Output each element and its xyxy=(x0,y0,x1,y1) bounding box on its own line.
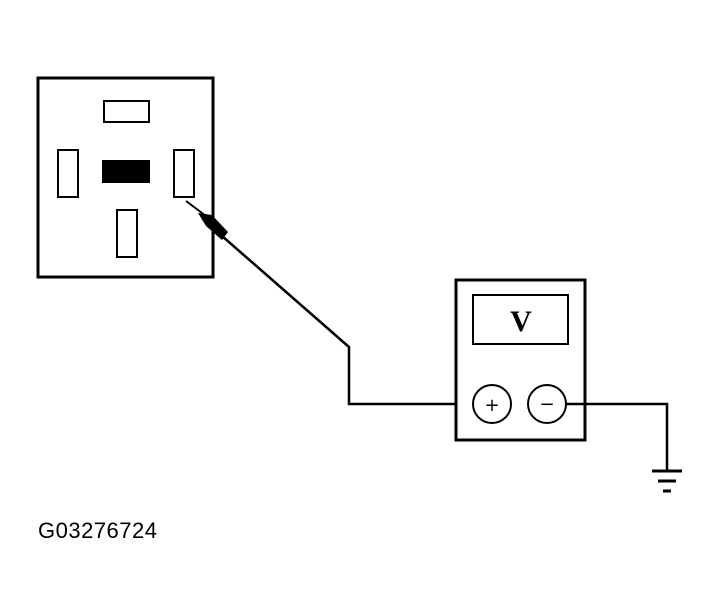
negative-lead-wire xyxy=(566,402,669,470)
positive-lead-wire xyxy=(221,235,471,406)
voltmeter: V + − xyxy=(454,278,587,442)
probe-body xyxy=(198,213,228,240)
voltmeter-display xyxy=(472,294,569,345)
probe-lead xyxy=(185,200,471,406)
terminal-top xyxy=(103,100,150,123)
figure-id: G03276724 xyxy=(38,518,158,543)
terminal-center-filled xyxy=(102,160,150,183)
ground-lead xyxy=(566,402,682,493)
terminal-left xyxy=(57,149,79,198)
connector-face xyxy=(36,76,215,279)
positive-terminal xyxy=(472,384,512,424)
voltmeter-display-symbol: V xyxy=(510,305,532,338)
terminal-bottom xyxy=(116,209,138,258)
negative-terminal-label: − xyxy=(539,394,554,415)
terminal-right-probed xyxy=(173,149,195,198)
positive-terminal-label: + xyxy=(484,395,499,416)
ground-icon xyxy=(652,469,682,493)
